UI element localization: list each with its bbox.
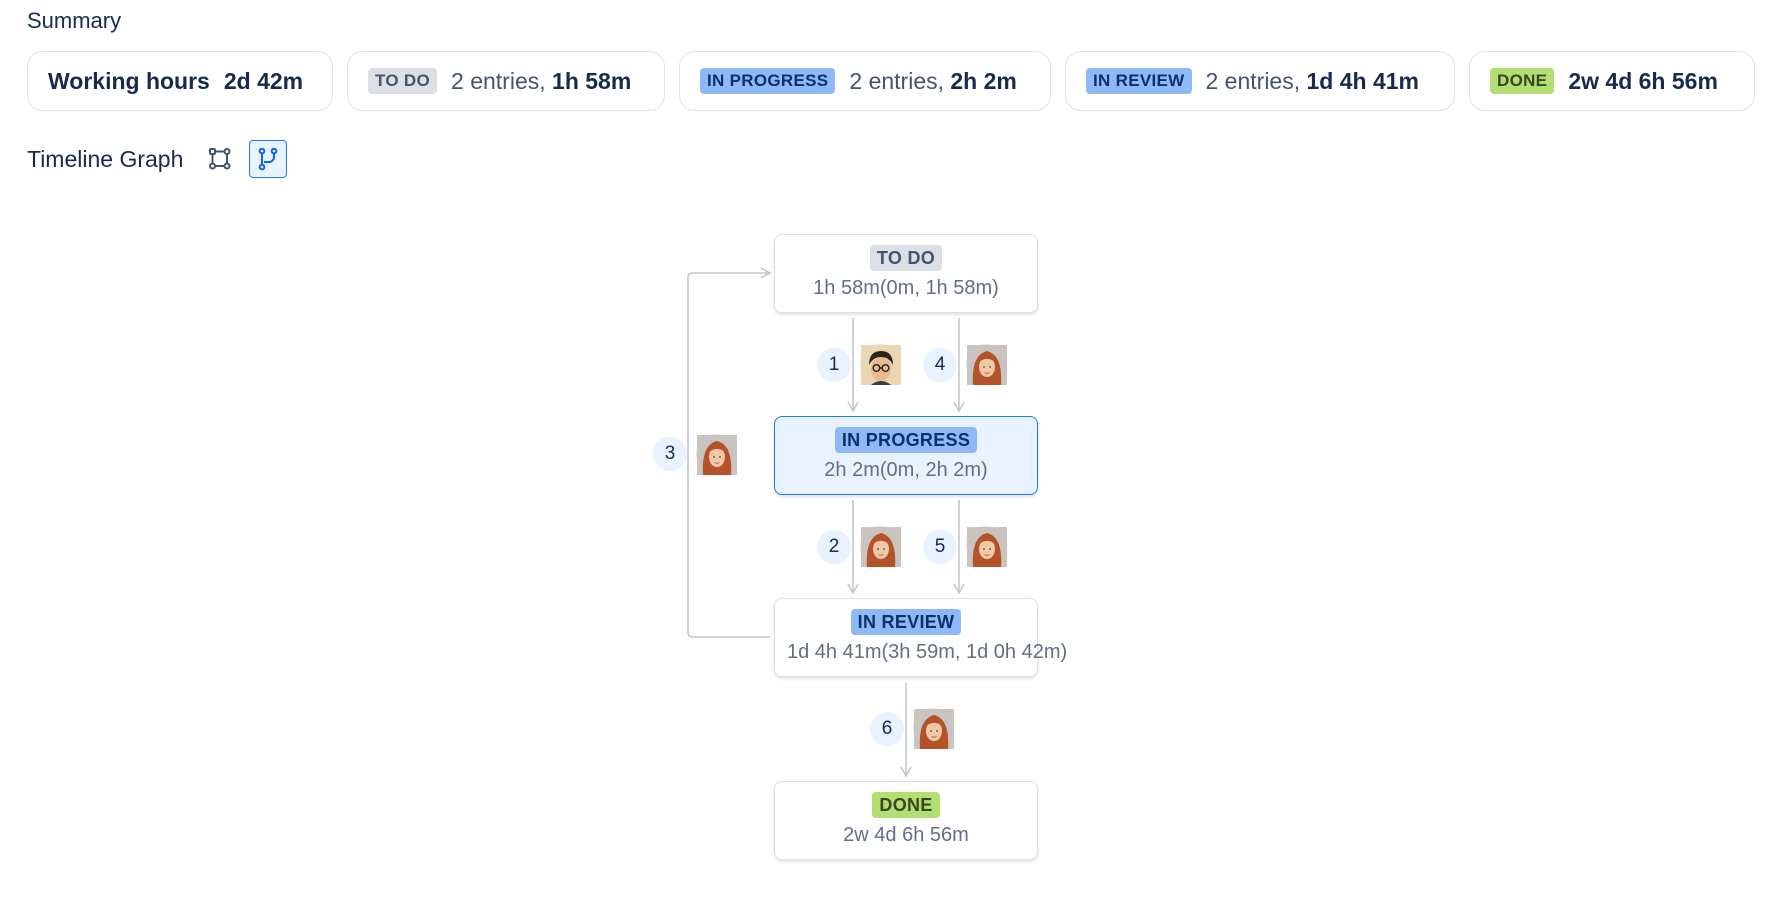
red-hair-woman-avatar[interactable] — [913, 708, 954, 749]
todo-entries: 2 entries, — [451, 67, 546, 94]
red-hair-woman-avatar-image — [697, 435, 737, 475]
red-hair-woman-avatar[interactable] — [696, 434, 737, 475]
in-review-lozenge: IN REVIEW — [1086, 68, 1192, 94]
summary-cards: Working hours 2d 42m TO DO 2 entries, 1h… — [27, 51, 1755, 111]
transition-step-2: 2 — [817, 530, 851, 564]
node-todo-lozenge: TO DO — [869, 245, 943, 271]
node-graph-view-button[interactable] — [201, 140, 239, 178]
node-in-progress-lozenge: IN PROGRESS — [834, 427, 978, 453]
red-hair-woman-avatar-image — [861, 527, 901, 567]
todo-summary-card: TO DO 2 entries, 1h 58m — [347, 51, 665, 111]
node-done-duration: 2w 4d 6h 56m — [843, 824, 969, 846]
node-in-review-lozenge: IN REVIEW — [850, 609, 962, 635]
red-hair-woman-avatar[interactable] — [860, 526, 901, 567]
in-progress-summary-card: IN PROGRESS 2 entries, 2h 2m — [679, 51, 1051, 111]
transition-step-5: 5 — [923, 530, 957, 564]
node-todo-duration: 1h 58m(0m, 1h 58m) — [813, 277, 999, 299]
in-review-summary-card: IN REVIEW 2 entries, 1d 4h 41m — [1065, 51, 1455, 111]
in-review-entries: 2 entries, — [1205, 67, 1301, 94]
transition-step-3: 3 — [653, 437, 687, 471]
graph-node-in-progress[interactable]: IN PROGRESS 2h 2m(0m, 2h 2m) — [774, 416, 1038, 495]
branch-flow-view-button[interactable] — [249, 140, 288, 178]
transition-step-4: 4 — [923, 348, 957, 382]
summary-title: Summary — [27, 8, 122, 33]
red-hair-woman-avatar[interactable] — [966, 344, 1007, 385]
todo-lozenge: TO DO — [368, 68, 438, 94]
branch-flow-icon — [259, 147, 278, 171]
graph-node-todo[interactable]: TO DO 1h 58m(0m, 1h 58m) — [774, 234, 1038, 313]
todo-time: 1h 58m — [552, 67, 632, 94]
in-progress-time: 2h 2m — [950, 67, 1017, 94]
red-hair-woman-avatar-image — [914, 709, 954, 749]
working-hours-value: 2d 42m — [223, 67, 304, 94]
in-progress-entries: 2 entries, — [849, 67, 944, 94]
in-review-time: 1d 4h 41m — [1306, 67, 1420, 94]
man-glasses-avatar[interactable] — [860, 344, 901, 385]
done-lozenge: DONE — [1490, 68, 1555, 94]
timeline-title: Timeline Graph — [27, 145, 184, 172]
transition-step-6: 6 — [870, 712, 904, 746]
in-progress-lozenge: IN PROGRESS — [700, 68, 836, 94]
done-summary-card: DONE 2w 4d 6h 56m — [1469, 51, 1755, 111]
timeline-header: Timeline Graph — [27, 140, 288, 178]
red-hair-woman-avatar-image — [967, 527, 1007, 567]
node-in-review-duration: 1d 4h 41m(3h 59m, 1d 0h 42m) — [787, 641, 1068, 663]
man-glasses-avatar-image — [861, 345, 901, 385]
node-in-progress-duration: 2h 2m(0m, 2h 2m) — [824, 459, 988, 481]
edge-3 — [687, 267, 772, 638]
node-done-lozenge: DONE — [872, 792, 940, 818]
graph-node-in-review[interactable]: IN REVIEW 1d 4h 41m(3h 59m, 1d 0h 42m) — [774, 598, 1068, 677]
graph-node-done[interactable]: DONE 2w 4d 6h 56m — [774, 781, 1038, 860]
red-hair-woman-avatar-image — [967, 345, 1007, 385]
transition-step-1: 1 — [817, 348, 851, 382]
working-hours-card: Working hours 2d 42m — [27, 51, 333, 111]
working-hours-label: Working hours — [48, 67, 210, 94]
red-hair-woman-avatar[interactable] — [966, 526, 1007, 567]
done-time: 2w 4d 6h 56m — [1568, 67, 1718, 94]
node-graph-icon — [209, 148, 231, 170]
